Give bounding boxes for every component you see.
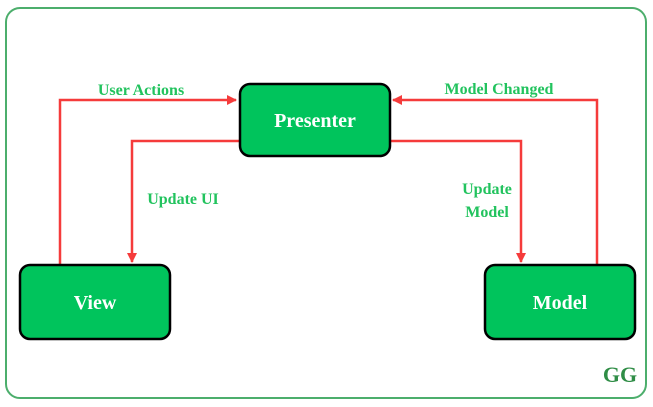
presenter-node[interactable]: Presenter [238,82,392,158]
update-ui-label: Update UI [147,191,219,208]
view-label: View [74,292,117,314]
model-node[interactable]: Model [483,263,637,341]
user-actions-label: User Actions [98,82,184,99]
update-model-label-line1: Update [462,181,512,198]
update-model-label-line2: Model [465,204,509,221]
view-node[interactable]: View [18,263,172,341]
arrow-model-changed [392,95,599,265]
arrow-user-actions [58,95,237,265]
model-label: Model [533,292,588,314]
model-changed-label: Model Changed [445,81,554,98]
presenter-label: Presenter [274,110,356,132]
arrow-update-ui [127,139,240,263]
geeksforgeeks-logo: GG [603,362,637,387]
arrow-update-model [390,139,526,263]
